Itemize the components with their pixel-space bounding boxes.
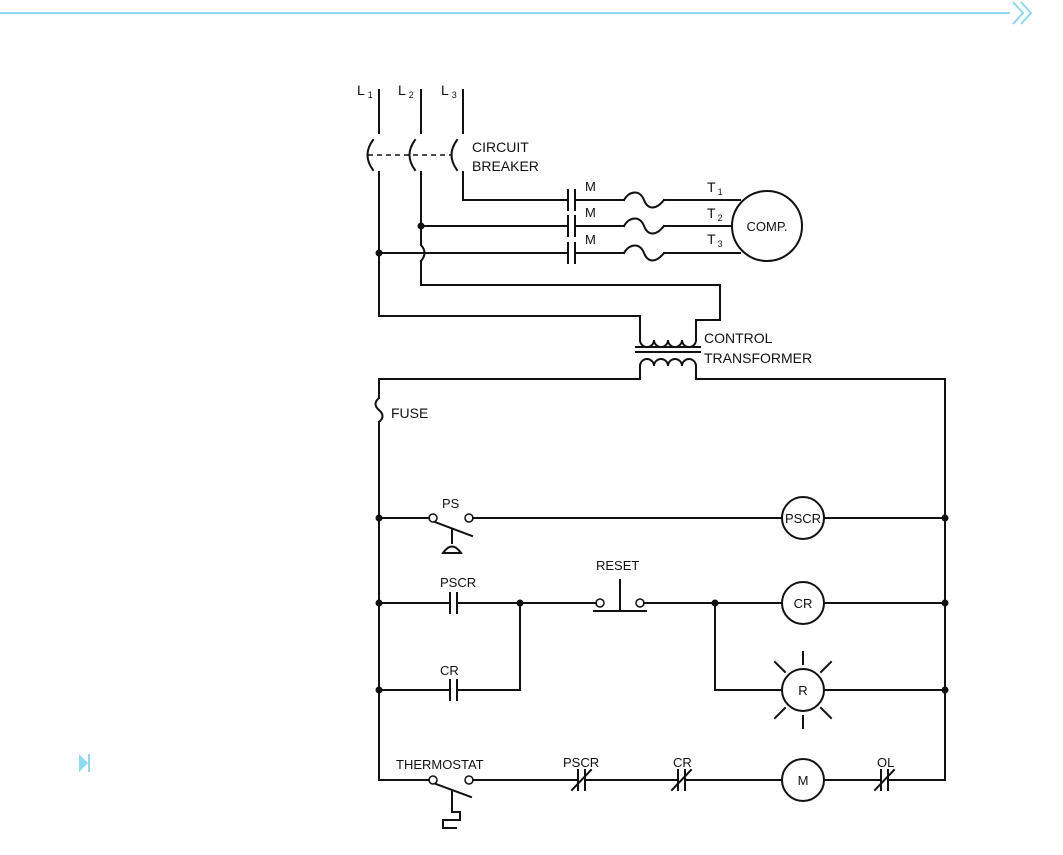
transformer-label-2: TRANSFORMER — [704, 350, 812, 366]
contact-m3-label: M — [585, 232, 596, 247]
pscr-nc-label: PSCR — [563, 755, 599, 770]
breaker-label-2: BREAKER — [472, 158, 539, 174]
pressure-switch-blade — [435, 522, 472, 536]
ol-label: OL — [877, 755, 894, 770]
pscr-contact-label: PSCR — [440, 575, 476, 590]
feeder-t1 — [463, 190, 740, 210]
junction-dot — [418, 223, 425, 230]
rung-ps — [379, 497, 945, 553]
feeder-t2 — [421, 216, 732, 236]
cr-coil-label: CR — [794, 596, 813, 611]
cr-nc-label: CR — [673, 755, 692, 770]
play-marker-icon[interactable] — [79, 754, 89, 772]
compressor-label: COMP. — [747, 219, 788, 234]
motor-label: M — [798, 773, 809, 788]
pressure-switch-actuator — [443, 547, 461, 554]
power-line-l3 — [452, 90, 464, 200]
contact-m2-label: M — [585, 205, 596, 220]
r-lamp-label: R — [798, 683, 807, 698]
transformer-label-1: CONTROL — [704, 330, 773, 346]
feeder-t3 — [379, 243, 740, 263]
thermostat-bulb — [443, 812, 460, 828]
thermostat-label: THERMOSTAT — [396, 757, 484, 772]
power-line-l1 — [368, 90, 380, 316]
control-transformer — [379, 316, 720, 379]
ps-label: PS — [442, 496, 460, 511]
junction-dot — [376, 250, 383, 257]
reset-label: RESET — [596, 558, 639, 573]
pscr-coil-label: PSCR — [785, 511, 821, 526]
breaker-label-1: CIRCUIT — [472, 139, 529, 155]
cr-contact-label: CR — [440, 663, 459, 678]
rung-seal-in — [379, 603, 945, 711]
thermostat-blade — [436, 784, 471, 797]
fuse-label: FUSE — [391, 405, 428, 421]
contact-m1-label: M — [585, 179, 596, 194]
power-line-l2 — [410, 90, 721, 320]
